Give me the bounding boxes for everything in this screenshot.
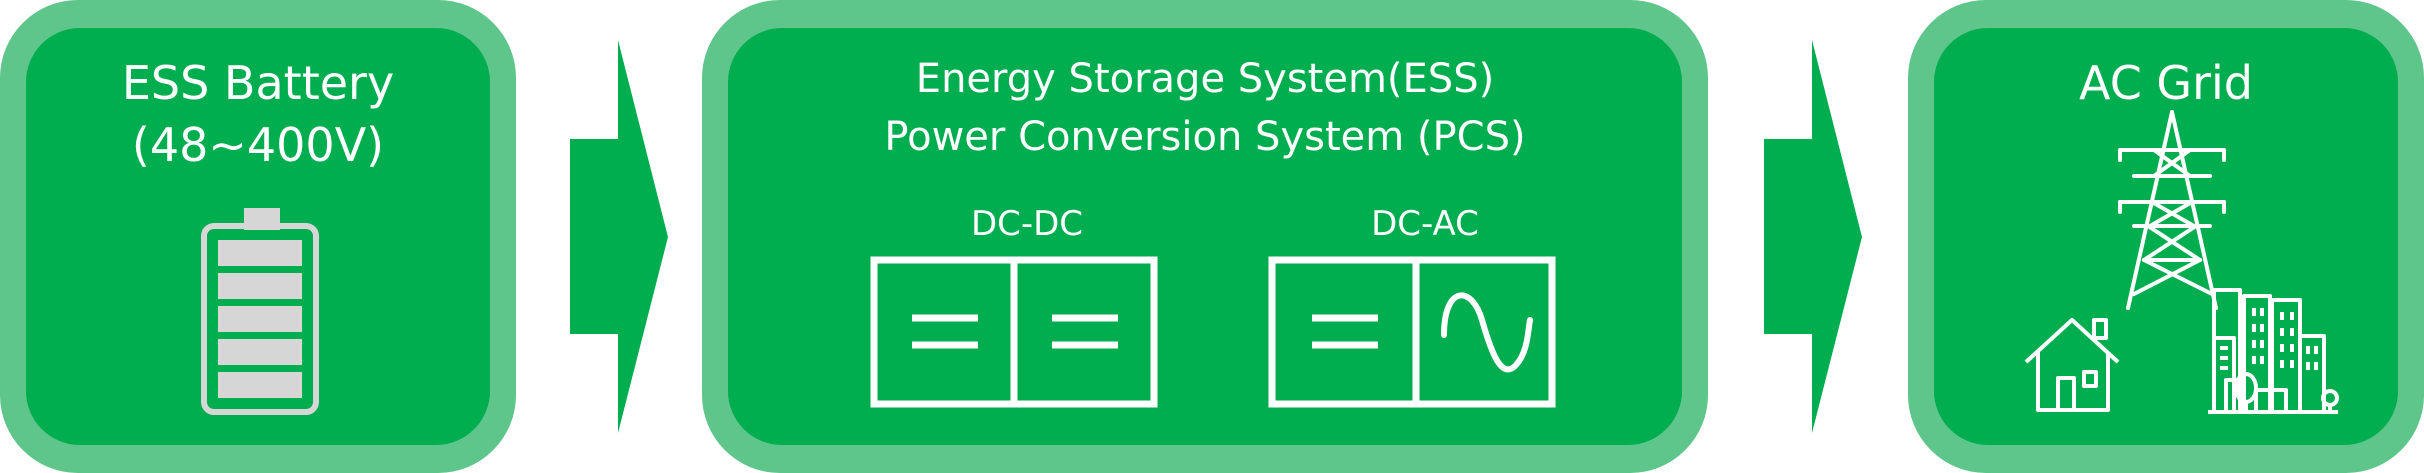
battery-title: ESS Battery xyxy=(121,56,395,110)
dc-dc-converter-block xyxy=(870,256,1158,408)
grid-title: AC Grid xyxy=(2079,56,2253,110)
battery-panel: ESS Battery (48~400V) xyxy=(0,0,516,473)
sine-wave-icon xyxy=(1441,292,1533,373)
dc-dc-label: DC-DC xyxy=(970,204,1084,244)
transmission-tower-icon xyxy=(2118,110,2226,310)
dc-equals-icon xyxy=(1312,314,1378,349)
house-icon xyxy=(2024,318,2120,412)
city-buildings-icon xyxy=(2208,288,2339,414)
dc-ac-label: DC-AC xyxy=(1371,204,1479,244)
dc-equals-icon xyxy=(912,314,978,349)
pcs-title-line2: Power Conversion System (PCS) xyxy=(884,114,1526,160)
pcs-panel: Energy Storage System(ESS) Power Convers… xyxy=(702,0,1708,473)
dc-ac-inverter-block xyxy=(1268,256,1556,408)
battery-voltage: (48~400V) xyxy=(131,118,385,172)
grid-panel: AC Grid xyxy=(1908,0,2424,473)
pcs-title-line1: Energy Storage System(ESS) xyxy=(915,56,1495,102)
pcs-panel-inner xyxy=(728,28,1682,445)
dc-equals-icon xyxy=(1052,314,1118,349)
battery-icon xyxy=(201,208,319,415)
